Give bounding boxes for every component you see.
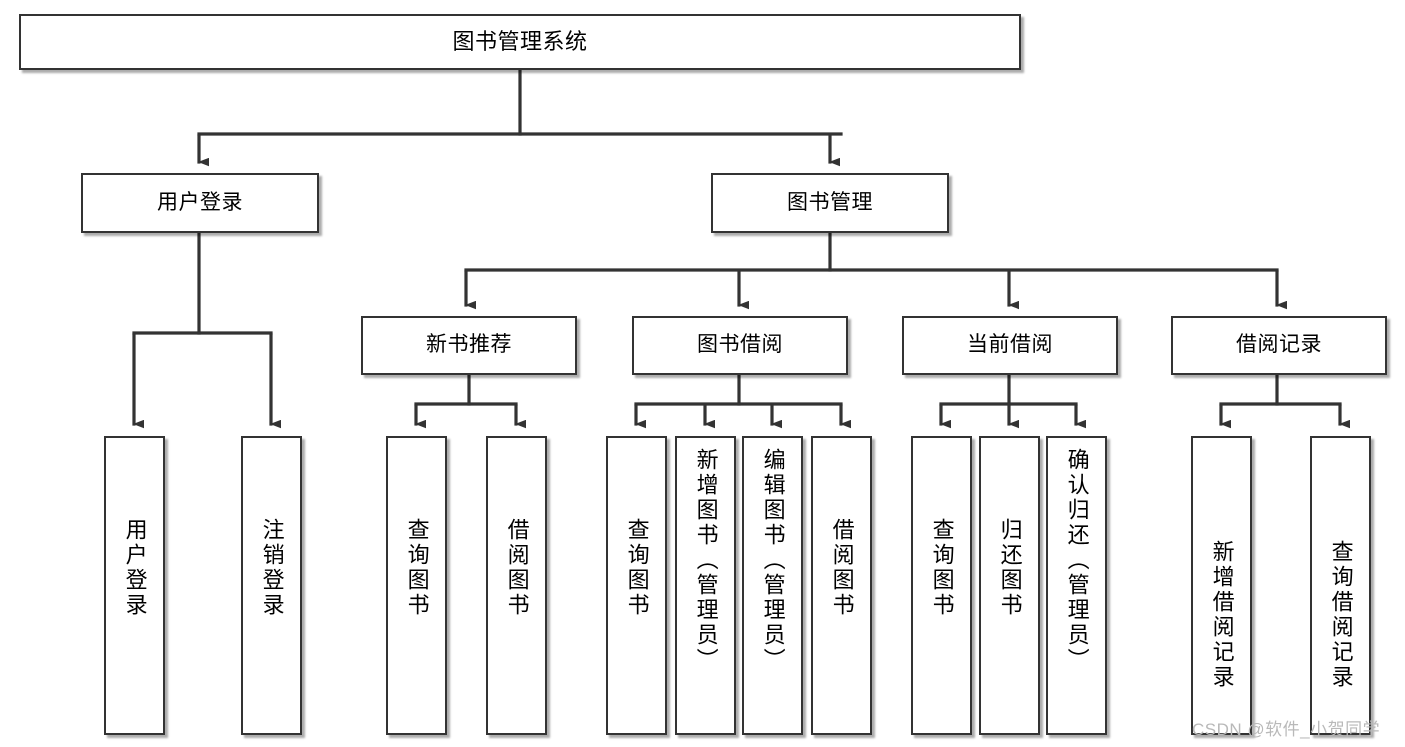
csdn-watermark: CSDN @软件_小贺同学: [1192, 720, 1381, 739]
node-label: 借阅图书: [504, 518, 530, 618]
node-label: 查询图书: [929, 518, 955, 618]
node-label: 归还图书: [997, 518, 1023, 618]
node-leaf-borrow-book-1[interactable]: 借阅图书: [486, 436, 547, 735]
node-label: 用户登录: [157, 190, 243, 214]
node-user-login[interactable]: 用户登录: [81, 173, 319, 233]
node-leaf-return-book[interactable]: 归还图书: [979, 436, 1040, 735]
node-label: 确认归还（管理员）: [1064, 448, 1090, 673]
node-leaf-borrow-book-2[interactable]: 借阅图书: [811, 436, 872, 735]
node-label: 查询图书: [404, 518, 430, 618]
node-borrow-record[interactable]: 借阅记录: [1171, 316, 1387, 375]
node-label: 编辑图书（管理员）: [760, 448, 786, 673]
node-book-manage[interactable]: 图书管理: [711, 173, 949, 233]
node-current-borrow[interactable]: 当前借阅: [902, 316, 1118, 375]
node-leaf-add-record[interactable]: 新增借阅记录: [1191, 436, 1252, 735]
node-label: 注销登录: [259, 518, 285, 618]
node-new-book-recommend[interactable]: 新书推荐: [361, 316, 577, 375]
node-label: 借阅记录: [1236, 333, 1322, 357]
node-label: 借阅图书: [829, 518, 855, 618]
node-label: 查询借阅记录: [1328, 540, 1354, 690]
node-label: 查询图书: [624, 518, 650, 618]
node-leaf-query-book-1[interactable]: 查询图书: [386, 436, 447, 735]
node-leaf-add-book[interactable]: 新增图书（管理员）: [675, 436, 736, 735]
node-label: 图书借阅: [697, 333, 783, 357]
node-label: 图书管理系统: [452, 29, 588, 55]
node-label: 当前借阅: [967, 333, 1053, 357]
node-label: 新增借阅记录: [1209, 540, 1235, 690]
node-leaf-query-book-3[interactable]: 查询图书: [911, 436, 972, 735]
node-leaf-edit-book[interactable]: 编辑图书（管理员）: [742, 436, 803, 735]
node-root-book-management-system[interactable]: 图书管理系统: [19, 14, 1021, 70]
node-label: 新增图书（管理员）: [693, 448, 719, 673]
node-label: 新书推荐: [426, 333, 512, 357]
node-leaf-confirm-return[interactable]: 确认归还（管理员）: [1046, 436, 1107, 735]
node-leaf-logout[interactable]: 注销登录: [241, 436, 302, 735]
node-leaf-query-book-2[interactable]: 查询图书: [606, 436, 667, 735]
node-label: 图书管理: [787, 190, 873, 214]
node-leaf-user-login[interactable]: 用户登录: [104, 436, 165, 735]
node-label: 用户登录: [122, 518, 148, 618]
node-leaf-query-record[interactable]: 查询借阅记录: [1310, 436, 1371, 735]
node-book-borrow[interactable]: 图书借阅: [632, 316, 848, 375]
